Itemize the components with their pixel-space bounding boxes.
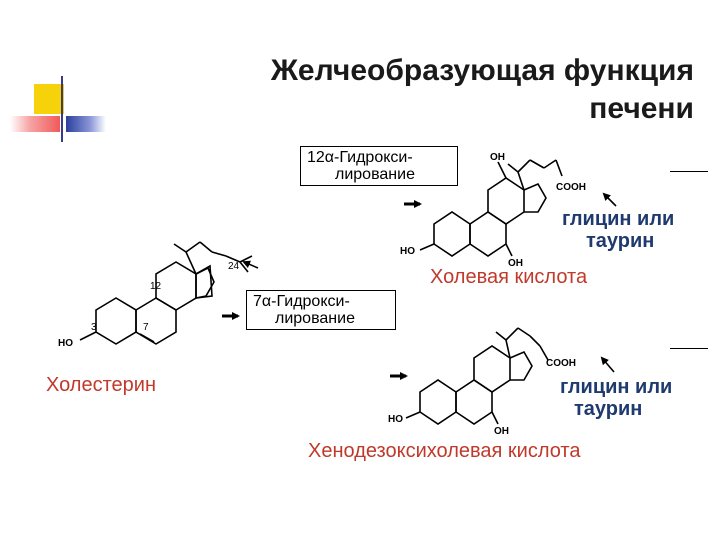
cholic-cooh: COOH — [556, 182, 586, 193]
cheno-oh-bottom: OH — [494, 426, 509, 437]
cholic-acid-structure — [419, 159, 563, 257]
title-line-2: печени — [589, 92, 694, 125]
cholesterol-label: Холестерин — [46, 374, 156, 396]
conjugation-arrow-bottom — [600, 356, 615, 373]
position-12: 12 — [150, 281, 162, 292]
title-line-1: Желчеобразующая функция — [270, 54, 694, 87]
step-12a-line1: -Гидрокси- — [334, 149, 413, 166]
position-7: 7 — [143, 322, 149, 333]
chenodeoxycholic-acid-structure — [405, 327, 549, 425]
conjugation-arrow-top — [602, 192, 617, 207]
step-7a-hydroxylation: 7α-Гидрокси- лирование — [246, 290, 396, 330]
cholesterol-structure — [79, 241, 253, 345]
step-12a-line2: лирование — [335, 166, 415, 183]
step-12a-position: 12 — [307, 149, 325, 166]
edge-line-top — [670, 171, 708, 172]
conjugation-bottom-line2: таурин — [574, 398, 643, 420]
edge-line-bottom — [670, 348, 708, 349]
step-7a-line2: лирование — [275, 310, 355, 327]
cheno-ho: HO — [388, 414, 403, 425]
conjugation-label-bottom: глицин или таурин — [560, 376, 672, 420]
conjugation-bottom-line1: глицин или — [560, 376, 673, 398]
decor-vertical-line — [61, 76, 63, 142]
chenodeoxycholic-acid-label: Хенодезоксихолевая кислота — [308, 440, 581, 462]
cholic-ho: HO — [400, 246, 415, 257]
decor-yellow-square — [34, 84, 64, 114]
conjugation-top-line1: глицин или — [562, 208, 675, 230]
step-7a-alpha: α — [261, 293, 272, 310]
position-24: 24 — [228, 261, 240, 272]
conjugation-top-line2: таурин — [586, 230, 655, 252]
step-7a-position: 7 — [253, 293, 262, 310]
cholic-oh-bottom: OH — [508, 258, 523, 269]
step-7a-line1: -Гидрокси- — [271, 293, 350, 310]
cheno-cooh: COOH — [546, 358, 576, 369]
page-title: Желчеобразующая функция печени — [174, 52, 694, 128]
position-24-arrow — [242, 260, 259, 269]
conjugation-label-top: глицин или таурин — [562, 208, 674, 252]
decor-blue-bar — [66, 116, 106, 132]
step-12a-alpha: α — [324, 149, 335, 166]
decor-red-bar — [10, 116, 60, 132]
cholic-acid-label: Холевая кислота — [430, 266, 588, 288]
cholic-oh-top: OH — [490, 152, 505, 163]
position-3: 3 — [91, 322, 97, 333]
cholesterol-ho: HO — [58, 338, 73, 349]
step-12a-hydroxylation: 12α-Гидрокси- лирование — [300, 146, 458, 186]
